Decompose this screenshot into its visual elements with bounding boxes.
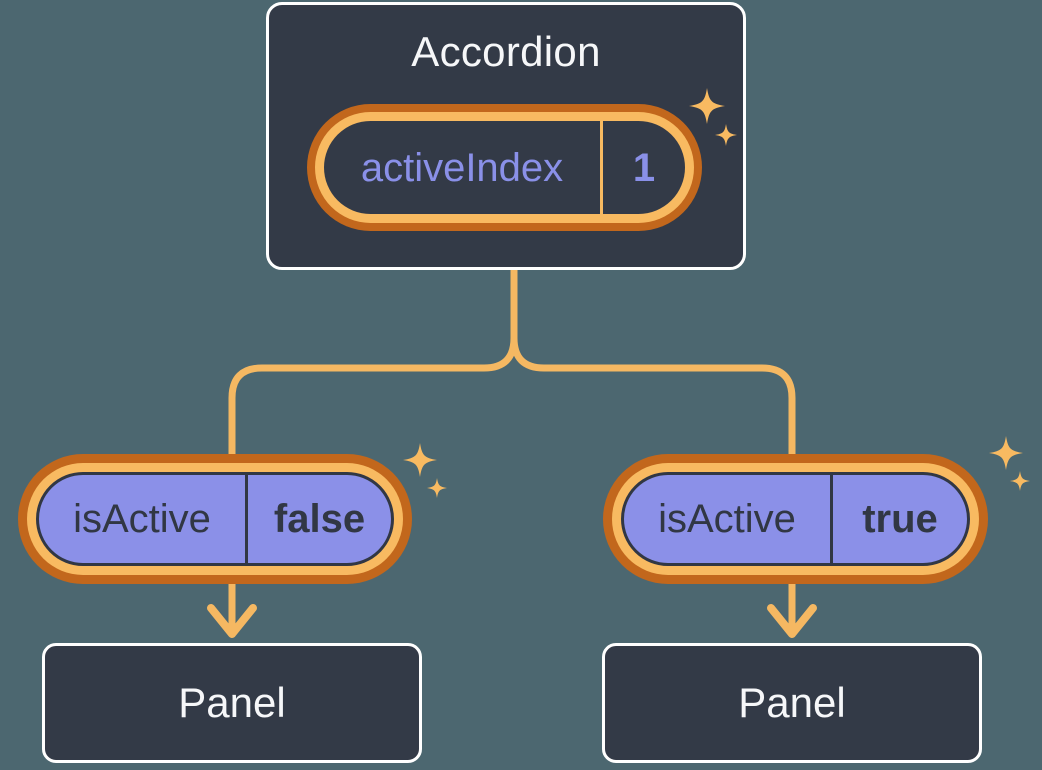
state-pill-body: activeIndex 1 [324,121,685,214]
prop-pill-left-value: false [273,497,366,541]
prop-pill-right-ring: isActive true [612,463,979,575]
prop-pill-left-label: isActive [73,497,211,541]
panel-left-label: Panel [178,679,286,726]
accordion-title: Accordion [411,28,601,75]
prop-pill-left-ring: isActive false [27,463,403,575]
connector-branch-right [510,258,796,634]
state-pill: activeIndex 1 [307,104,702,231]
state-pill-value: 1 [632,145,656,190]
prop-pill-left-divider [245,475,248,563]
arrowhead-down-left-icon [207,604,257,638]
panel-node-right: Panel [602,643,982,763]
prop-pill-right-value: true [862,497,938,541]
state-pill-divider [600,121,603,214]
state-pill-ring: activeIndex 1 [315,112,694,223]
panel-right-label: Panel [738,679,846,726]
arrowhead-down-right-icon [767,604,817,638]
panel-node-left: Panel [42,643,422,763]
prop-pill-right: isActive true [603,454,988,584]
prop-pill-right-body: isActive true [621,472,970,566]
prop-pill-left-body: isActive false [36,472,394,566]
prop-pill-right-label: isActive [658,497,796,541]
prop-pill-right-divider [830,475,833,563]
state-pill-label: activeIndex [360,145,564,190]
prop-pill-left: isActive false [18,454,412,584]
